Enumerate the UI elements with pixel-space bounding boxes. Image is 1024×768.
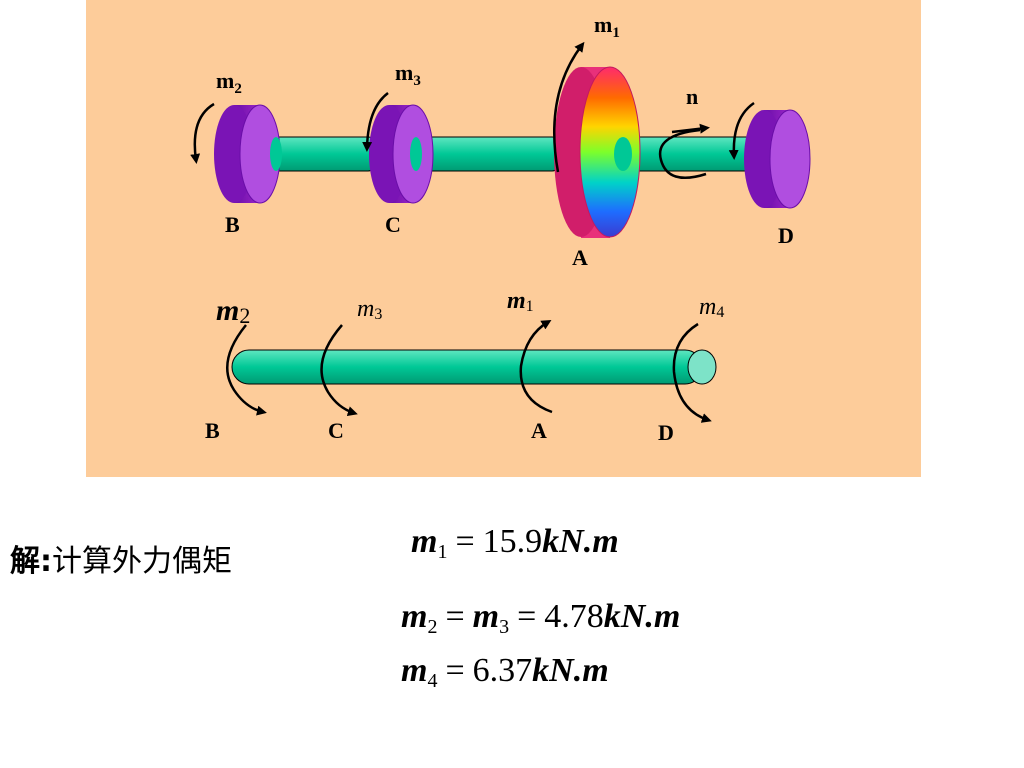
label-m1-bottom: m1 [507,288,534,315]
label-m1-top: m1 [594,12,620,41]
label-b-bottom: B [205,418,220,443]
shaft-diagram: m1 m2 m3 n B C A D m2 m3 m1 m4 B C A D [190,12,811,445]
disk-d [744,109,811,209]
label-m2-top: m2 [216,68,242,97]
label-c-bottom: C [328,418,344,443]
solution-colon: : [40,544,52,579]
rotation-arrow-n-head [671,123,710,134]
label-b-top: B [225,212,240,237]
moment-arrow-m1-bottom [519,319,553,414]
solution-label: 解 [10,544,40,579]
label-d-top: D [778,223,794,248]
disk-c [369,104,434,204]
label-m3-bottom: m3 [357,296,382,323]
moment-arrow-m3-bottom [320,324,358,416]
moment-arrow-m4-top [728,101,755,160]
label-a-top: A [572,245,588,270]
solution-heading: 解:计算外力偶矩 [10,536,232,580]
label-d-bottom: D [658,420,674,445]
equation-m1: m1=15.9kN.m [411,523,619,563]
label-c-top: C [385,212,401,237]
label-a-bottom: A [531,418,547,443]
disk-b [214,104,282,204]
equation-m4: m4=6.37kN.m [401,652,609,692]
label-m3-top: m3 [395,60,421,89]
moment-arrow-m1 [553,41,585,173]
moment-arrow-m2 [190,102,215,164]
equation-m2-m3: m2=m3=4.78kN.m [401,598,681,638]
moment-arrow-m2-bottom [226,324,267,416]
diagram-panel: m1 m2 m3 n B C A D m2 m3 m1 m4 B C A D [86,0,921,477]
label-m4-bottom: m4 [699,294,724,321]
moment-arrow-m3 [362,92,389,152]
label-n: n [686,84,698,109]
label-m2-bottom: m2 [216,294,250,328]
rotation-arrow-n [658,128,707,179]
disk-a [554,66,641,238]
solution-text: 计算外力偶矩 [52,544,232,579]
moment-arrow-m4-bottom [672,322,712,423]
shaft-bottom [231,349,717,385]
